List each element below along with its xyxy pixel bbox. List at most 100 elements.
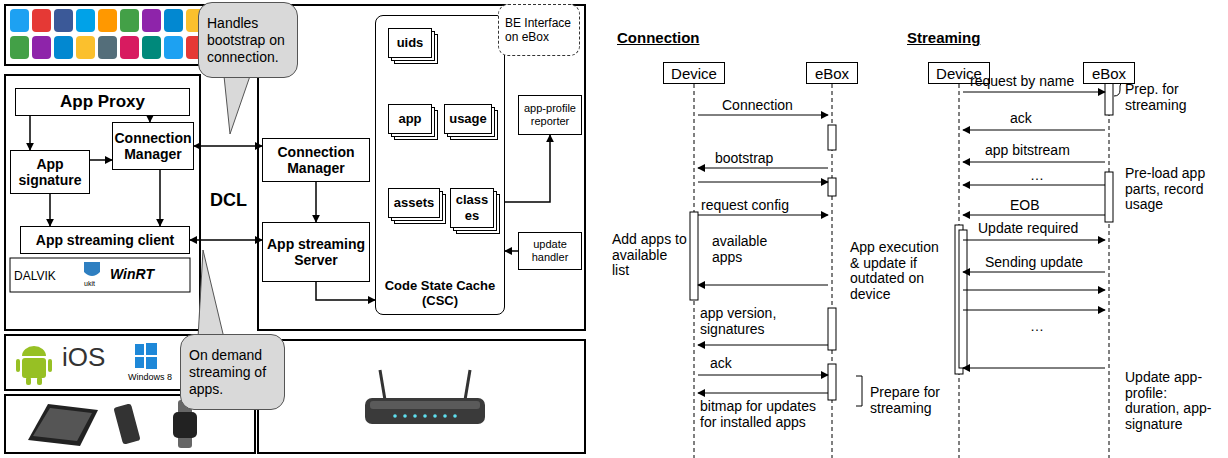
text-label: Pre-load app parts, record usage (1125, 166, 1220, 213)
message-arrow (698, 285, 828, 286)
callout-tail (198, 250, 224, 338)
lifeline (694, 84, 1109, 458)
process-box: App Proxy (15, 88, 190, 116)
process-box: app-profile reporter (518, 95, 582, 135)
node-text: Handles bootstrap on connection. (207, 15, 289, 66)
node-text: usage (449, 111, 487, 127)
text-label: Add apps to available list (612, 232, 688, 279)
app-icon (54, 36, 73, 59)
activation-bar (828, 364, 836, 400)
node-text: uids (397, 35, 424, 51)
node-text: app (398, 111, 421, 127)
participant-box: eBox (806, 62, 858, 84)
text-label: app bitstream (985, 142, 1070, 158)
app-icon (76, 9, 95, 32)
dashed-callout: BE Interface on eBox (498, 4, 580, 56)
node-text: BE Interface on eBox (505, 16, 573, 44)
node-text: Connection Manager (115, 130, 192, 162)
activation-bar (828, 125, 836, 150)
process-box: App streaming Server (262, 222, 370, 282)
text-label: request by name (970, 73, 1074, 89)
app-icon (10, 36, 29, 59)
app-icon (32, 36, 51, 59)
app-icon (142, 36, 161, 59)
activation-bar (828, 308, 836, 350)
bracket (856, 68, 1124, 406)
node-text: assets (394, 195, 434, 211)
text-label: available apps (712, 233, 782, 265)
node-text: eBox (1092, 65, 1126, 82)
text-label: DALVIK (14, 268, 56, 284)
text-label: App execution & update if outdated on de… (850, 240, 950, 302)
node-text: Device (671, 65, 717, 82)
activation-bars (690, 75, 1113, 400)
node-text: App signature (13, 156, 87, 188)
text-label: EOB (1010, 197, 1040, 213)
connector (29, 116, 31, 150)
connector (505, 250, 518, 252)
connector (159, 170, 161, 226)
message-arrow (963, 162, 1105, 163)
app-icon (76, 36, 95, 59)
connector (49, 194, 51, 226)
activation-bar (690, 212, 698, 300)
node-text: classes (453, 192, 491, 224)
connector (316, 282, 375, 300)
text-label: Connection (722, 97, 793, 113)
device-frame (5, 75, 200, 330)
node-text: On demand streaming of apps. (189, 347, 276, 398)
text-label: iOS (62, 343, 105, 371)
text-label: DCL (210, 192, 247, 208)
message-arrow (963, 240, 1105, 241)
connector (190, 239, 262, 241)
message-arrow (698, 345, 828, 346)
process-box: Connection Manager (112, 122, 194, 170)
text-label: Update required (978, 220, 1078, 236)
activation-bar (1105, 172, 1113, 222)
text-label: bitmap for updates for installed apps (700, 398, 820, 430)
runtime-strip (10, 258, 190, 292)
text-label: Connection (617, 30, 700, 46)
data-stack: assets (388, 188, 440, 218)
messages (698, 92, 1105, 393)
text-label: request config (700, 197, 790, 213)
android-icon (16, 346, 52, 385)
message-arrow (963, 130, 1105, 131)
text-label: Sending update (985, 254, 1083, 270)
message-arrow (963, 310, 1105, 311)
activation-bar (959, 230, 967, 368)
process-box: Connection Manager (262, 138, 370, 182)
app-icon (54, 9, 73, 32)
node-text: app-profile reporter (521, 102, 579, 128)
speech-callout: Handles bootstrap on connection. (198, 2, 298, 78)
message-arrow (698, 182, 828, 183)
connector (315, 182, 317, 222)
message-arrow (698, 168, 828, 169)
process-box: update handler (518, 232, 582, 270)
activation-bar (828, 178, 836, 196)
message-arrow (963, 368, 1105, 369)
node-text: update handler (521, 238, 579, 264)
cache-container: Code State Cache (CSC)uidsappusageassets… (375, 15, 505, 315)
app-icon (32, 9, 51, 32)
text-label: Prepare for streaming (870, 384, 954, 416)
app-icon (98, 36, 117, 59)
node-text: App streaming Server (265, 236, 367, 268)
app-icon (10, 9, 29, 32)
process-box: App signature (10, 150, 90, 194)
message-arrow (963, 215, 1105, 216)
data-stack: classes (450, 188, 494, 228)
text-label: Update app-profile: duration, app-signat… (1125, 370, 1223, 432)
router-illustration (365, 370, 485, 424)
connector (90, 159, 112, 161)
callout-tail (224, 76, 250, 134)
node-text: Connection Manager (265, 144, 367, 176)
message-arrow (698, 115, 828, 116)
data-stack: uids (388, 28, 432, 58)
app-icon (142, 9, 161, 32)
app-icon (98, 9, 117, 32)
text-label: app version, signatures (700, 305, 820, 337)
text-label: WinRT (110, 266, 154, 282)
text-label: Prep. for streaming (1125, 82, 1215, 113)
